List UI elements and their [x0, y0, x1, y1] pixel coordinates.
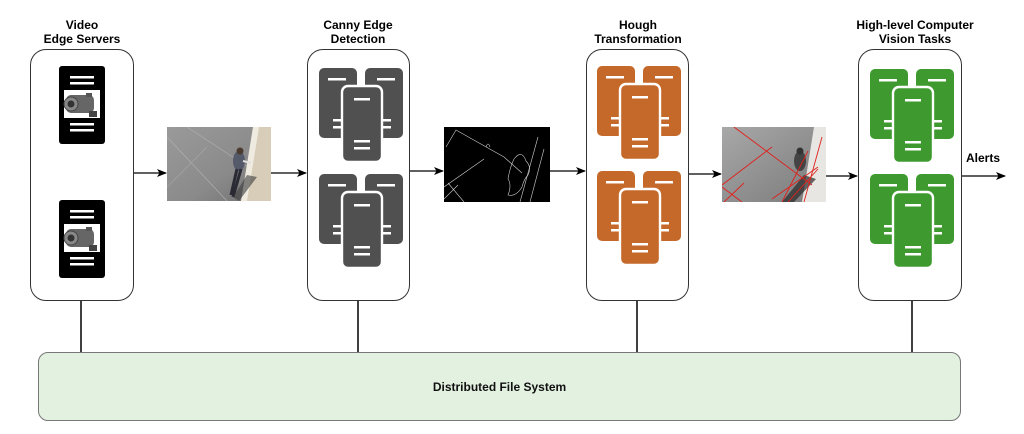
- label-line: Edge Servers: [43, 32, 121, 46]
- server-cluster-icon: [870, 174, 954, 270]
- dfs-label: Distributed File System: [432, 379, 567, 394]
- distributed-file-system: Distributed File System: [38, 352, 961, 421]
- server-cluster-icon: [597, 171, 681, 267]
- label-line: Detection: [330, 32, 386, 46]
- canny-server-cluster: [319, 68, 403, 270]
- label-line: High-level Computer: [856, 18, 974, 32]
- server-cluster-icon: [870, 69, 954, 165]
- stage-label-high-level-cv-tasks: High-level Computer Vision Tasks: [840, 18, 990, 46]
- stage-label-video-edge-servers: Video Edge Servers: [30, 18, 134, 46]
- server-cluster-icon: [597, 66, 681, 162]
- label-line: Transformation: [594, 32, 682, 46]
- edge-frame-image: [444, 127, 550, 202]
- server-cluster-icon: [319, 68, 403, 164]
- camera-server-icon: [59, 200, 105, 278]
- label-line: Hough: [619, 18, 657, 32]
- label-line: Canny Edge: [323, 18, 393, 32]
- hough-server-cluster: [597, 66, 681, 267]
- cv-server-cluster: [870, 69, 954, 270]
- server-cluster-icon: [319, 174, 403, 270]
- stage-label-canny-edge-detection: Canny Edge Detection: [300, 18, 416, 46]
- camera-server-icon: [59, 66, 105, 144]
- alerts-label: Alerts: [966, 151, 1001, 165]
- label-line: Video: [65, 18, 99, 32]
- label-line: Vision Tasks: [878, 32, 952, 46]
- hough-frame-image: [722, 127, 826, 202]
- raw-frame-image: [167, 127, 271, 201]
- stage-label-hough-transformation: Hough Transformation: [580, 18, 696, 46]
